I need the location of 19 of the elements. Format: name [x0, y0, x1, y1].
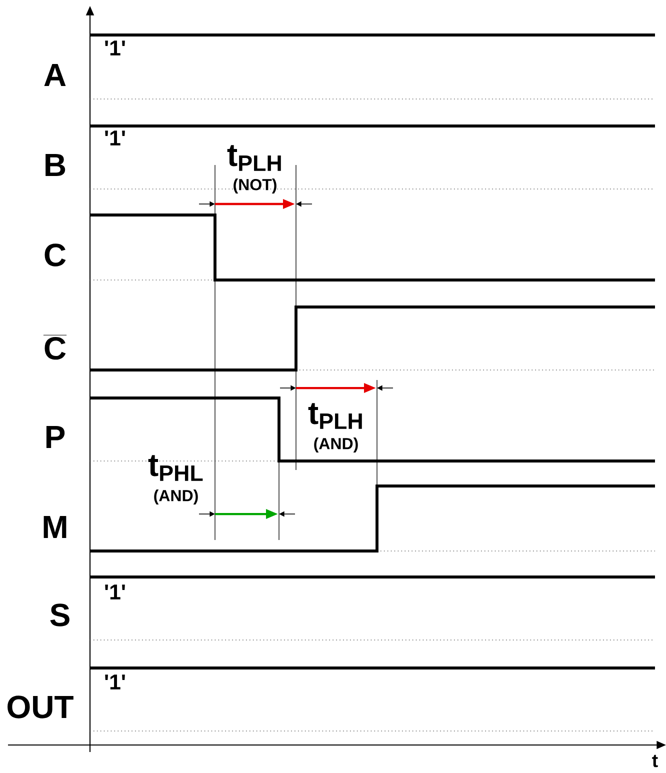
signal-label: C	[44, 244, 66, 266]
logic-level-label: '1'	[105, 130, 125, 146]
signal-label: B	[46, 154, 66, 176]
signal-label: S	[50, 604, 70, 626]
logic-level-label: '1'	[105, 40, 125, 56]
signal-label: P	[46, 426, 65, 448]
signal-label: M	[44, 516, 66, 538]
gate-label: (AND)	[154, 490, 198, 504]
signal-label: A	[44, 64, 66, 86]
delay-label: t$_{PLH}$	[227, 145, 281, 171]
signal-label: OUT	[8, 696, 74, 718]
signal-label: C	[43, 334, 67, 360]
axis-label: t	[652, 754, 658, 768]
delay-label: t$_{PLH}$	[308, 403, 362, 429]
logic-level-label: '1'	[105, 674, 125, 690]
delay-label: t$_{PHL}$	[148, 455, 203, 481]
gate-label: (NOT)	[234, 178, 276, 194]
logic-level-label: '1'	[105, 584, 125, 600]
gate-label: (AND)	[314, 438, 358, 452]
